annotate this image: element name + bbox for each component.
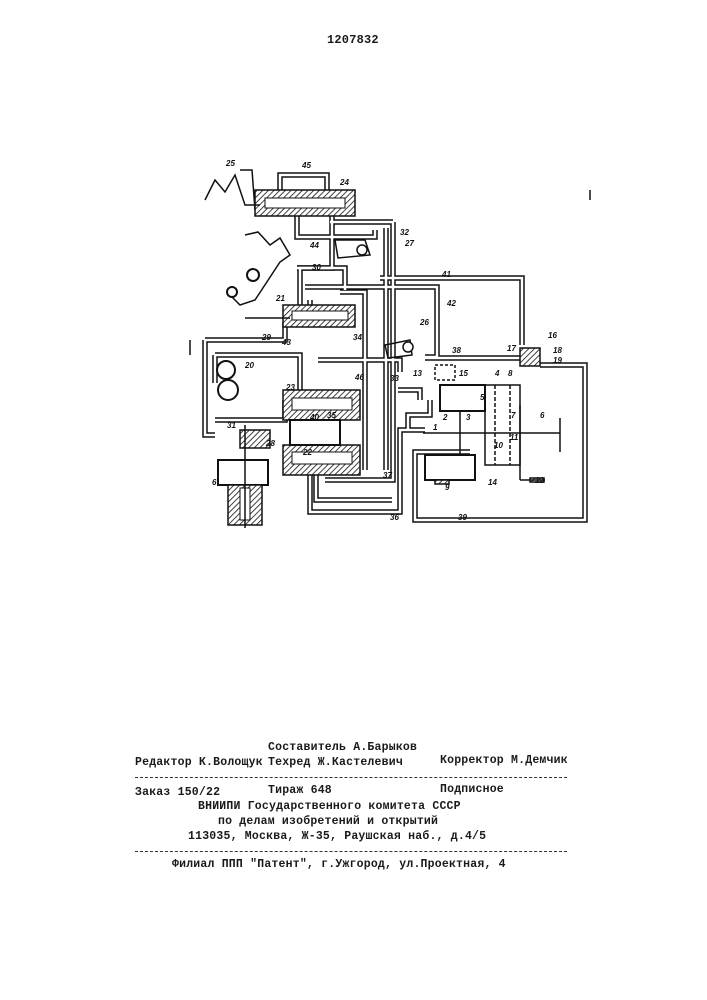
branch: Филиал ППП "Патент", г.Ужгород, ул.Проек… xyxy=(172,858,506,871)
label-28: 28 xyxy=(265,439,275,448)
organization-line-2: по делам изобретений и открытий xyxy=(218,815,438,828)
label-8: 8 xyxy=(508,369,513,378)
label-20: 20 xyxy=(244,361,254,370)
address: 113035, Москва, Ж-35, Раушская наб., д.4… xyxy=(188,830,486,843)
label-22: 22 xyxy=(302,448,312,457)
label-44: 44 xyxy=(309,241,319,250)
label-39: 39 xyxy=(458,513,467,522)
label-37: 37 xyxy=(383,471,392,480)
label-9: 9 xyxy=(445,483,450,492)
label-30: 30 xyxy=(312,263,321,272)
label-45: 45 xyxy=(301,161,311,170)
label-35: 35 xyxy=(327,411,336,420)
label-2: 2 xyxy=(442,413,448,422)
label-6: 6 xyxy=(540,411,545,420)
subscription: Подписное xyxy=(440,783,504,796)
label-21: 21 xyxy=(275,294,285,303)
techred: Техред Ж.Кастелевич xyxy=(268,756,403,769)
divider xyxy=(135,851,567,852)
label-27: 27 xyxy=(404,239,414,248)
label-5: 5 xyxy=(480,393,485,402)
label-38: 38 xyxy=(452,346,461,355)
label-29: 29 xyxy=(261,333,271,342)
proofreader: Корректор М.Демчик xyxy=(440,754,568,767)
editor: Редактор К.Волощук xyxy=(135,756,263,769)
label-7: 7 xyxy=(511,411,516,420)
label-41: 41 xyxy=(441,270,451,279)
pump-20 xyxy=(217,361,238,400)
label-25: 25 xyxy=(225,159,235,168)
label-26: 26 xyxy=(419,318,429,327)
compiler: Составитель А.Барыков xyxy=(268,741,417,754)
label-32: 32 xyxy=(400,228,409,237)
label-17: 17 xyxy=(507,344,516,353)
label-16: 16 xyxy=(548,331,557,340)
label-12: 12 xyxy=(535,476,544,485)
label-18: 18 xyxy=(553,346,562,355)
label-40: 40 xyxy=(309,413,319,422)
label-6-cylinder: 6 xyxy=(212,478,217,487)
circulation: Тираж 648 xyxy=(268,784,332,797)
label-46: 46 xyxy=(354,373,364,382)
label-14: 14 xyxy=(488,478,497,487)
label-15: 15 xyxy=(459,369,468,378)
label-36: 36 xyxy=(390,513,399,522)
label-19: 19 xyxy=(553,356,562,365)
label-33: 33 xyxy=(390,374,399,383)
label-10: 10 xyxy=(494,441,503,450)
levers xyxy=(190,170,590,358)
organization-line-1: ВНИИПИ Государственного комитета СССР xyxy=(198,800,461,813)
label-42: 42 xyxy=(446,299,456,308)
order: Заказ 150/22 xyxy=(135,786,220,799)
label-1: 1 xyxy=(433,423,438,432)
label-3: 3 xyxy=(466,413,471,422)
label-11: 11 xyxy=(510,433,519,442)
divider xyxy=(135,777,567,778)
label-31: 31 xyxy=(227,421,236,430)
label-23: 23 xyxy=(285,383,295,392)
label-24: 24 xyxy=(339,178,349,187)
label-34: 34 xyxy=(353,333,362,342)
label-13: 13 xyxy=(413,369,422,378)
label-4: 4 xyxy=(494,369,500,378)
label-43: 43 xyxy=(281,338,291,347)
